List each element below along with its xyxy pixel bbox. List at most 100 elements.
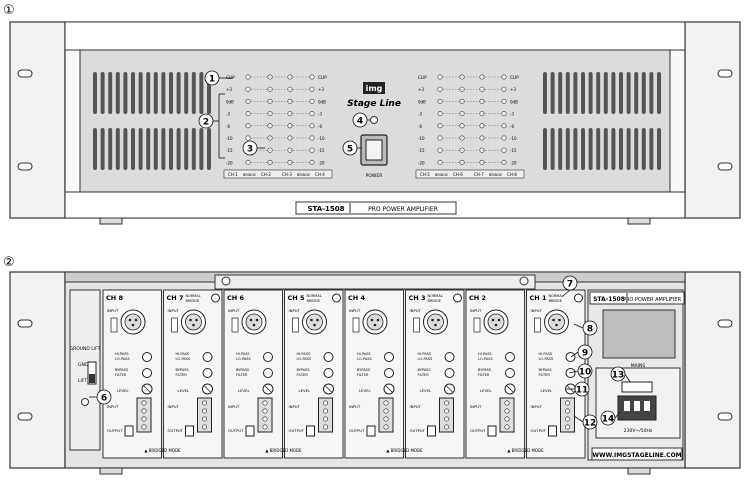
meter-level-label: 0dB bbox=[318, 99, 326, 104]
callout-circle bbox=[96, 389, 112, 405]
terminal-block[interactable] bbox=[318, 397, 333, 433]
rating-label-area bbox=[602, 309, 676, 359]
filter-button[interactable] bbox=[263, 368, 273, 378]
meter-level-label: 0dB bbox=[418, 99, 426, 104]
mode-button[interactable] bbox=[332, 293, 341, 303]
output-connector[interactable] bbox=[245, 425, 255, 437]
terminal-block[interactable] bbox=[136, 397, 152, 433]
input-label: INPUT bbox=[228, 404, 240, 409]
channel-module: CH 8INPUTHI-PASSLO-PASSBYPASSFILTERLEVEL… bbox=[102, 289, 162, 459]
channel-name: CH 6 bbox=[227, 294, 244, 302]
input-link-switch[interactable] bbox=[292, 317, 299, 333]
callout-number: 13 bbox=[612, 370, 625, 380]
rear-bracket bbox=[214, 274, 536, 290]
terminal-block[interactable] bbox=[378, 397, 394, 433]
meter-level-label: -15 bbox=[226, 148, 233, 153]
filter-button[interactable] bbox=[384, 368, 394, 378]
rack-ear-right bbox=[684, 21, 741, 219]
vent-slot bbox=[573, 72, 578, 114]
meter-level-label: +3 bbox=[318, 87, 324, 92]
input-link-switch[interactable] bbox=[413, 317, 420, 333]
ground-lift-switch[interactable] bbox=[87, 361, 97, 385]
meter-led bbox=[309, 123, 315, 129]
filter-button[interactable] bbox=[323, 368, 334, 378]
input-link-switch[interactable] bbox=[473, 317, 481, 333]
terminal-block[interactable] bbox=[197, 397, 212, 433]
output-label: OUTPUT bbox=[228, 428, 244, 433]
callout-circle bbox=[577, 344, 593, 360]
meter-led bbox=[245, 74, 251, 80]
mains-box bbox=[595, 367, 681, 439]
meter-led bbox=[309, 111, 315, 117]
input-label: INPUT bbox=[289, 308, 301, 313]
input-label: INPUT bbox=[107, 308, 119, 313]
meter-led bbox=[501, 86, 507, 92]
filter-label: FILTER bbox=[478, 373, 490, 377]
output-connector[interactable] bbox=[427, 425, 436, 437]
terminal-block[interactable] bbox=[257, 397, 273, 433]
filter-button[interactable] bbox=[384, 352, 394, 362]
meter-led bbox=[437, 98, 443, 104]
mode-button[interactable] bbox=[211, 293, 220, 303]
filter-button[interactable] bbox=[142, 352, 152, 362]
filter-label: BYPASS bbox=[176, 368, 190, 372]
output-connector[interactable] bbox=[306, 425, 315, 437]
terminal-block[interactable] bbox=[499, 397, 515, 433]
filter-button[interactable] bbox=[323, 352, 334, 362]
figure-label-front: ① bbox=[3, 3, 15, 18]
ground-lift-switch-knob[interactable] bbox=[89, 374, 95, 383]
meter-level-label: -20 bbox=[318, 160, 325, 165]
filter-button[interactable] bbox=[444, 368, 455, 378]
filter-button[interactable] bbox=[505, 352, 515, 362]
filter-label: LO-PASS bbox=[418, 357, 433, 361]
rack-hole bbox=[17, 412, 33, 421]
input-link-switch[interactable] bbox=[110, 317, 118, 333]
filter-button[interactable] bbox=[142, 368, 152, 378]
filter-label: HI-PASS bbox=[236, 352, 250, 356]
vent-slot bbox=[611, 128, 616, 170]
filter-button[interactable] bbox=[565, 352, 576, 362]
meter-led bbox=[309, 159, 315, 165]
output-connector[interactable] bbox=[124, 425, 134, 437]
ground-terminal[interactable] bbox=[81, 398, 89, 406]
vent-slot bbox=[191, 128, 196, 170]
mode-button[interactable] bbox=[453, 293, 462, 303]
callout-number: 7 bbox=[567, 279, 573, 289]
filter-button[interactable] bbox=[444, 352, 455, 362]
input-link-switch[interactable] bbox=[352, 317, 360, 333]
vent-slot bbox=[207, 128, 211, 170]
mode-button[interactable] bbox=[574, 293, 583, 303]
filter-button[interactable] bbox=[505, 368, 515, 378]
callout-circle bbox=[600, 410, 616, 426]
output-connector[interactable] bbox=[487, 425, 497, 437]
vent-slot bbox=[619, 72, 623, 114]
vent-slot bbox=[161, 72, 166, 114]
terminal-block[interactable] bbox=[560, 397, 575, 433]
output-connector[interactable] bbox=[366, 425, 376, 437]
bridge-label: BRIDGE bbox=[435, 173, 448, 177]
vent-slot bbox=[634, 72, 639, 114]
filter-button[interactable] bbox=[202, 352, 213, 362]
callout-circle bbox=[574, 381, 590, 397]
meter-level-label: -6 bbox=[226, 124, 230, 129]
vent-slot bbox=[138, 72, 143, 114]
front-model: STA-1508 bbox=[307, 205, 344, 213]
filter-button[interactable] bbox=[263, 352, 273, 362]
input-link-switch[interactable] bbox=[231, 317, 239, 333]
output-connector[interactable] bbox=[548, 425, 557, 437]
rack-hole bbox=[717, 319, 733, 328]
bridged-mode-label: ▲ BRIDGED MODE bbox=[144, 448, 181, 453]
output-connector[interactable] bbox=[185, 425, 194, 437]
power-switch-rocker[interactable] bbox=[365, 139, 383, 161]
callout-number: 2 bbox=[203, 117, 209, 127]
input-link-switch[interactable] bbox=[534, 317, 541, 333]
filter-label: FILTER bbox=[539, 373, 551, 377]
filter-button[interactable] bbox=[202, 368, 213, 378]
vent-slot bbox=[588, 72, 593, 114]
terminal-block[interactable] bbox=[439, 397, 454, 433]
input-link-switch[interactable] bbox=[171, 317, 178, 333]
callout-number: 6 bbox=[101, 393, 107, 403]
fuse-holder[interactable] bbox=[621, 381, 653, 393]
brand-logo-text: img bbox=[366, 84, 383, 93]
mode-label: NORMAL bbox=[428, 294, 443, 298]
